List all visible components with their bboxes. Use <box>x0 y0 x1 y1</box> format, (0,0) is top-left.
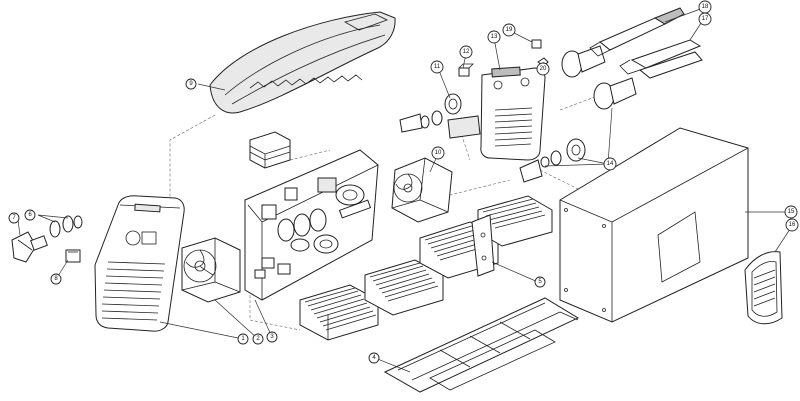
callout-12: 12 <box>459 45 473 59</box>
front-vents <box>101 261 166 321</box>
mounting-bracket <box>471 214 495 277</box>
svg-text:5: 5 <box>538 279 542 285</box>
callout-19: 19 <box>502 23 516 37</box>
callout-18: 18 <box>698 0 712 14</box>
svg-text:15: 15 <box>788 209 795 215</box>
callout-13: 13 <box>487 30 501 44</box>
svg-text:1: 1 <box>241 336 245 342</box>
svg-text:18: 18 <box>702 4 709 10</box>
callout-8: 8 <box>50 273 62 285</box>
callout-4: 4 <box>368 352 380 364</box>
base-plate <box>383 297 580 393</box>
callout-3: 3 <box>266 331 278 343</box>
rear-vents <box>494 107 533 147</box>
callout-1: 1 <box>237 333 249 345</box>
carry-handle <box>209 11 396 114</box>
svg-text:10: 10 <box>435 150 442 156</box>
side-grille <box>744 251 783 325</box>
svg-text:7: 7 <box>12 215 16 221</box>
pcb-component-stack <box>249 131 291 169</box>
ground-clamp <box>619 39 703 79</box>
main-pcb <box>244 149 379 301</box>
front-fan <box>181 237 241 303</box>
leader-lines <box>17 7 793 373</box>
electrode-holder <box>589 7 685 57</box>
svg-text:13: 13 <box>491 34 498 40</box>
svg-text:14: 14 <box>607 161 614 167</box>
rear-panel <box>480 66 546 161</box>
output-sockets <box>519 45 637 183</box>
front-connectors <box>11 215 83 263</box>
svg-text:20: 20 <box>540 66 547 72</box>
front-panel <box>94 195 185 332</box>
rear-fan <box>391 157 453 223</box>
svg-text:2: 2 <box>256 336 260 342</box>
callout-17: 17 <box>698 12 712 26</box>
callout-20: 20 <box>536 62 550 76</box>
callout-6: 6 <box>24 209 36 221</box>
callout-11: 11 <box>430 60 444 74</box>
svg-text:9: 9 <box>189 81 193 87</box>
svg-text:17: 17 <box>702 16 709 22</box>
callout-16: 16 <box>785 218 799 232</box>
callout-10: 10 <box>431 146 445 160</box>
svg-text:6: 6 <box>28 212 32 218</box>
callout-14: 14 <box>603 157 617 171</box>
callout-2: 2 <box>252 333 264 345</box>
callout-5: 5 <box>534 276 546 288</box>
outer-cover <box>559 127 749 323</box>
svg-text:3: 3 <box>270 334 274 340</box>
svg-text:19: 19 <box>506 27 513 33</box>
svg-text:11: 11 <box>434 64 441 70</box>
callout-7: 7 <box>8 212 20 224</box>
heatsink-middle <box>364 259 444 316</box>
heatsink-left <box>299 284 379 341</box>
callout-9: 9 <box>185 78 197 90</box>
svg-text:12: 12 <box>463 49 470 55</box>
rear-connector-group <box>399 93 481 139</box>
svg-text:8: 8 <box>54 276 58 282</box>
callout-15: 15 <box>784 205 798 219</box>
svg-text:4: 4 <box>372 355 376 361</box>
svg-text:16: 16 <box>789 222 796 228</box>
